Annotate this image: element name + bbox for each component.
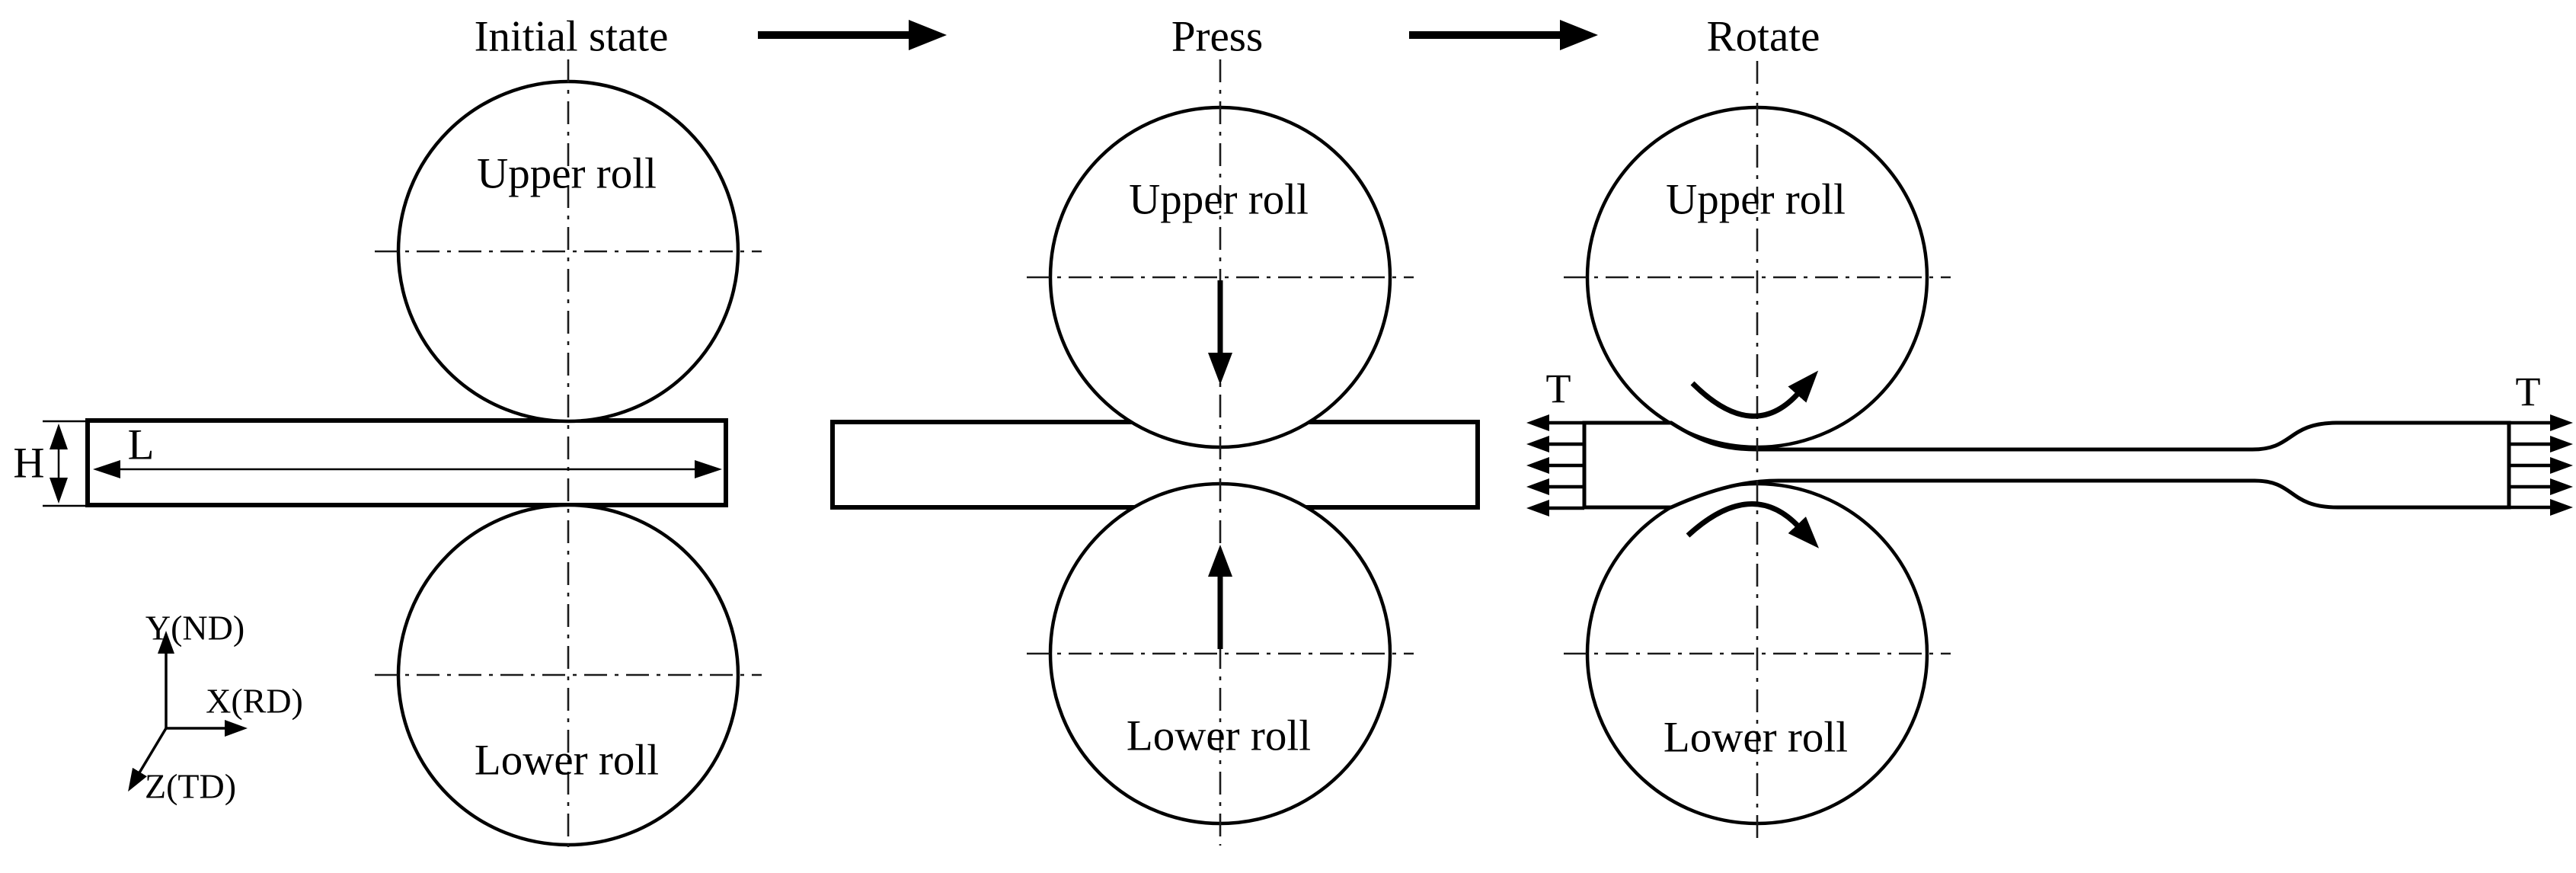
initial-upper-roll-label: Upper roll — [477, 150, 657, 198]
y-axis-label: Y(ND) — [145, 609, 244, 648]
l-arrow-left-icon — [93, 460, 120, 478]
upper-roll-rotation-arrow-icon — [1690, 370, 1819, 419]
left-tension-label: T — [1546, 366, 1571, 411]
rotate-upper-roll-label: Upper roll — [1666, 176, 1846, 224]
thickness-label: H — [13, 440, 44, 488]
press-upper-roll-label: Upper roll — [1129, 176, 1309, 224]
h-arrow-up-icon — [50, 424, 68, 449]
stage-label-initial-state: Initial state — [475, 13, 669, 61]
l-arrow-right-icon — [695, 460, 722, 478]
initial-lower-roll-label: Lower roll — [475, 737, 659, 785]
thickness-dimension: H — [13, 420, 86, 507]
initial-strip — [85, 418, 728, 507]
x-axis-label: X(RD) — [206, 682, 303, 721]
lower-roll-rotation-arrow-icon — [1686, 501, 1820, 548]
stage-initial-state: Upper roll Lower roll H L — [13, 59, 762, 847]
length-dimension: L — [93, 421, 722, 478]
coordinate-axes: Y(ND) X(RD) Z(TD) — [128, 609, 303, 806]
stage-press: Upper roll Lower roll — [830, 59, 1480, 846]
right-tension-label: T — [2516, 369, 2541, 414]
stage-rotate: Upper roll Lower roll T T — [1526, 61, 2573, 846]
z-axis-arrow-icon — [128, 728, 168, 792]
stage-label-rotate: Rotate — [1707, 13, 1820, 61]
z-axis-label: Z(TD) — [145, 767, 236, 806]
rotate-lower-roll-label: Lower roll — [1664, 714, 1848, 762]
press-strip — [830, 420, 1480, 510]
press-lower-roll-label: Lower roll — [1127, 712, 1311, 760]
length-label: L — [128, 421, 155, 469]
header: Initial state Press Rotate — [475, 13, 1820, 61]
rotate-strip — [1582, 421, 2511, 510]
right-tension: T — [2509, 369, 2573, 516]
left-tension: T — [1526, 366, 1584, 516]
stage-label-press: Press — [1171, 13, 1263, 61]
h-arrow-down-icon — [50, 478, 68, 504]
